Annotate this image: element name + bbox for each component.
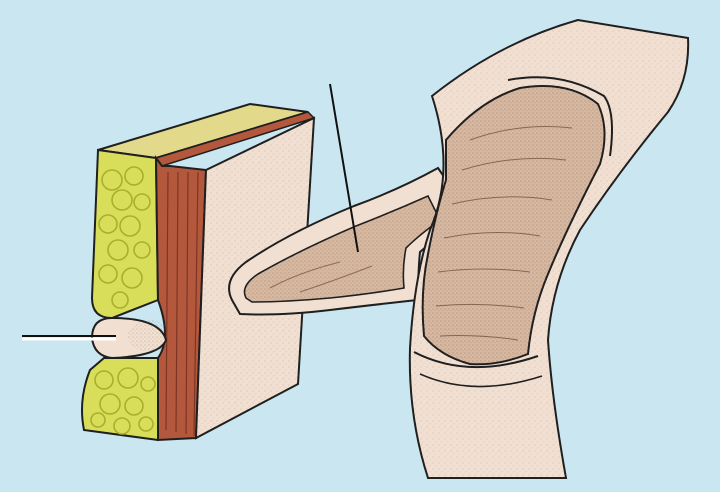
umbilical-opening-shade — [128, 320, 172, 352]
fat-layer-lower — [82, 358, 158, 440]
